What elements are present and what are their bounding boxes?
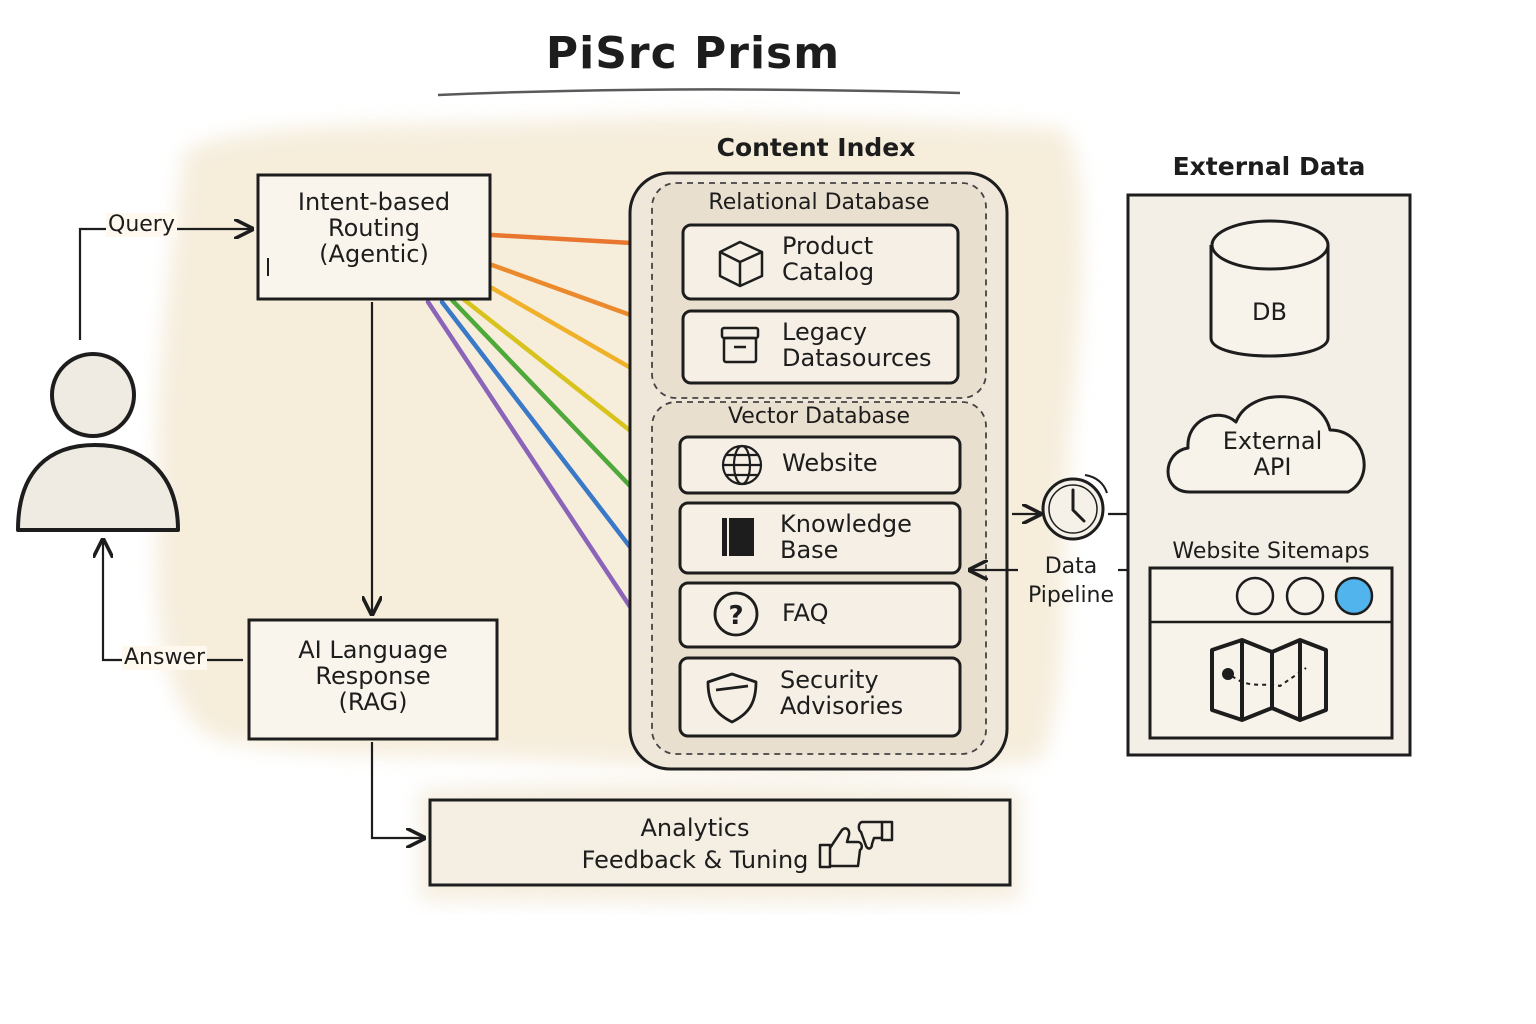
- database-icon: [1209, 219, 1330, 358]
- globe-icon: [721, 444, 763, 486]
- security-advisories-label: Security Advisories: [780, 666, 904, 720]
- card-faq: ?: [678, 581, 962, 649]
- query-arrow: [78, 229, 252, 340]
- thumbs-up-down-icon: [818, 820, 894, 869]
- archive-icon: [720, 326, 760, 364]
- faq-label: FAQ: [782, 599, 829, 627]
- page-title: PiSrc Prism: [545, 28, 841, 79]
- card-knowledge-base: [678, 501, 962, 575]
- window-dot-1: [1235, 576, 1275, 616]
- card-product-catalog: [681, 223, 960, 301]
- routing-label: Intent-based Routing (Agentic): [297, 188, 451, 268]
- website-label: Website: [782, 449, 878, 477]
- shield-icon: [706, 672, 758, 724]
- window-dot-3: [1334, 576, 1374, 616]
- card-website: [678, 435, 962, 495]
- rag-label: AI Language Response (RAG): [298, 636, 448, 716]
- vector-db-title: Vector Database: [727, 404, 911, 429]
- title-underline: [437, 88, 961, 97]
- clock-icon: [1041, 474, 1108, 541]
- answer-label: Answer: [122, 645, 208, 670]
- analytics-box: [428, 798, 1012, 887]
- svg-text:?: ?: [728, 601, 743, 631]
- external-api-label: External API: [1222, 427, 1323, 481]
- db-label: DB: [1252, 298, 1287, 326]
- rag-box: [247, 618, 499, 741]
- data-pipeline-label: Data Pipeline: [1027, 554, 1115, 608]
- card-security-advisories: [678, 656, 962, 738]
- box-icon: [718, 240, 764, 288]
- sitemap-browser: [1148, 566, 1394, 740]
- book-icon: [722, 518, 754, 556]
- knowledge-base-label: Knowledge Base: [780, 510, 912, 564]
- card-legacy-datasources: [681, 309, 960, 385]
- routing-box: [256, 173, 492, 301]
- content-index-title: Content Index: [716, 133, 916, 162]
- legacy-datasources-label: Legacy Datasources: [782, 318, 932, 372]
- map-icon: [1210, 638, 1328, 722]
- window-dot-2: [1285, 576, 1325, 616]
- external-data-title: External Data: [1172, 152, 1366, 181]
- query-label: Query: [106, 212, 177, 237]
- relational-db-title: Relational Database: [708, 190, 930, 215]
- product-catalog-label: Product Catalog: [782, 232, 875, 286]
- user-icon: [16, 352, 180, 532]
- question-icon: ?: [713, 591, 759, 637]
- rag-to-analytics-arrow: [370, 742, 424, 838]
- analytics-label: Analytics Feedback & Tuning: [581, 814, 809, 875]
- cloud-icon: [1166, 395, 1366, 494]
- website-sitemaps-label: Website Sitemaps: [1172, 539, 1370, 564]
